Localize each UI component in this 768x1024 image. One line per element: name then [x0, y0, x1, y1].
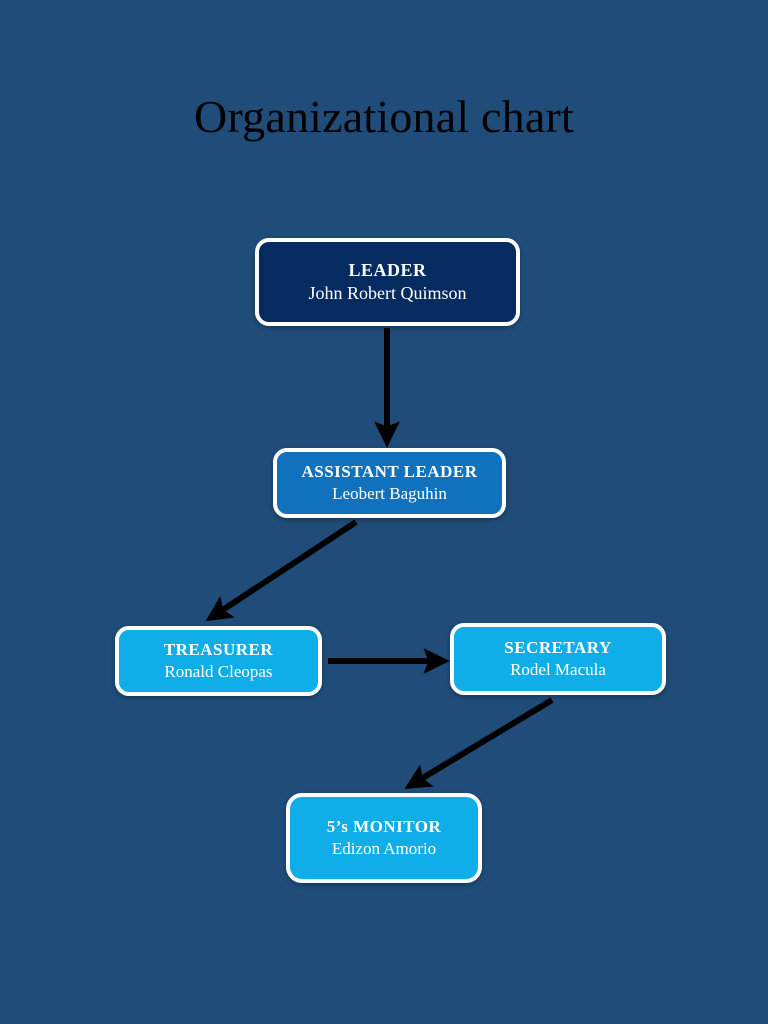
org-node-person: Leobert Baguhin [332, 483, 447, 503]
org-node-role: SECRETARY [504, 638, 612, 658]
org-node-assistant-leader[interactable]: ASSISTANT LEADER Leobert Baguhin [273, 448, 506, 518]
edge-secretary-to-monitor [404, 697, 554, 790]
page-title: Organizational chart [194, 91, 574, 142]
edge-assistant-leader-to-treasurer [205, 519, 358, 622]
org-node-role: 5’s MONITOR [326, 817, 442, 837]
org-node-treasurer[interactable]: TREASURER Ronald Cleopas [115, 626, 322, 696]
org-node-leader[interactable]: LEADER John Robert Quimson [255, 238, 520, 326]
org-node-role: ASSISTANT LEADER [301, 462, 478, 482]
org-node-role: LEADER [348, 260, 427, 281]
org-node-person: John Robert Quimson [308, 282, 467, 303]
org-node-person: Rodel Macula [510, 659, 606, 679]
org-node-role: TREASURER [163, 640, 274, 660]
org-node-secretary[interactable]: SECRETARY Rodel Macula [450, 623, 666, 695]
org-node-person: Ronald Cleopas [164, 661, 273, 681]
org-node-person: Edizon Amorio [331, 838, 437, 858]
org-node-monitor[interactable]: 5’s MONITOR Edizon Amorio [286, 793, 482, 883]
